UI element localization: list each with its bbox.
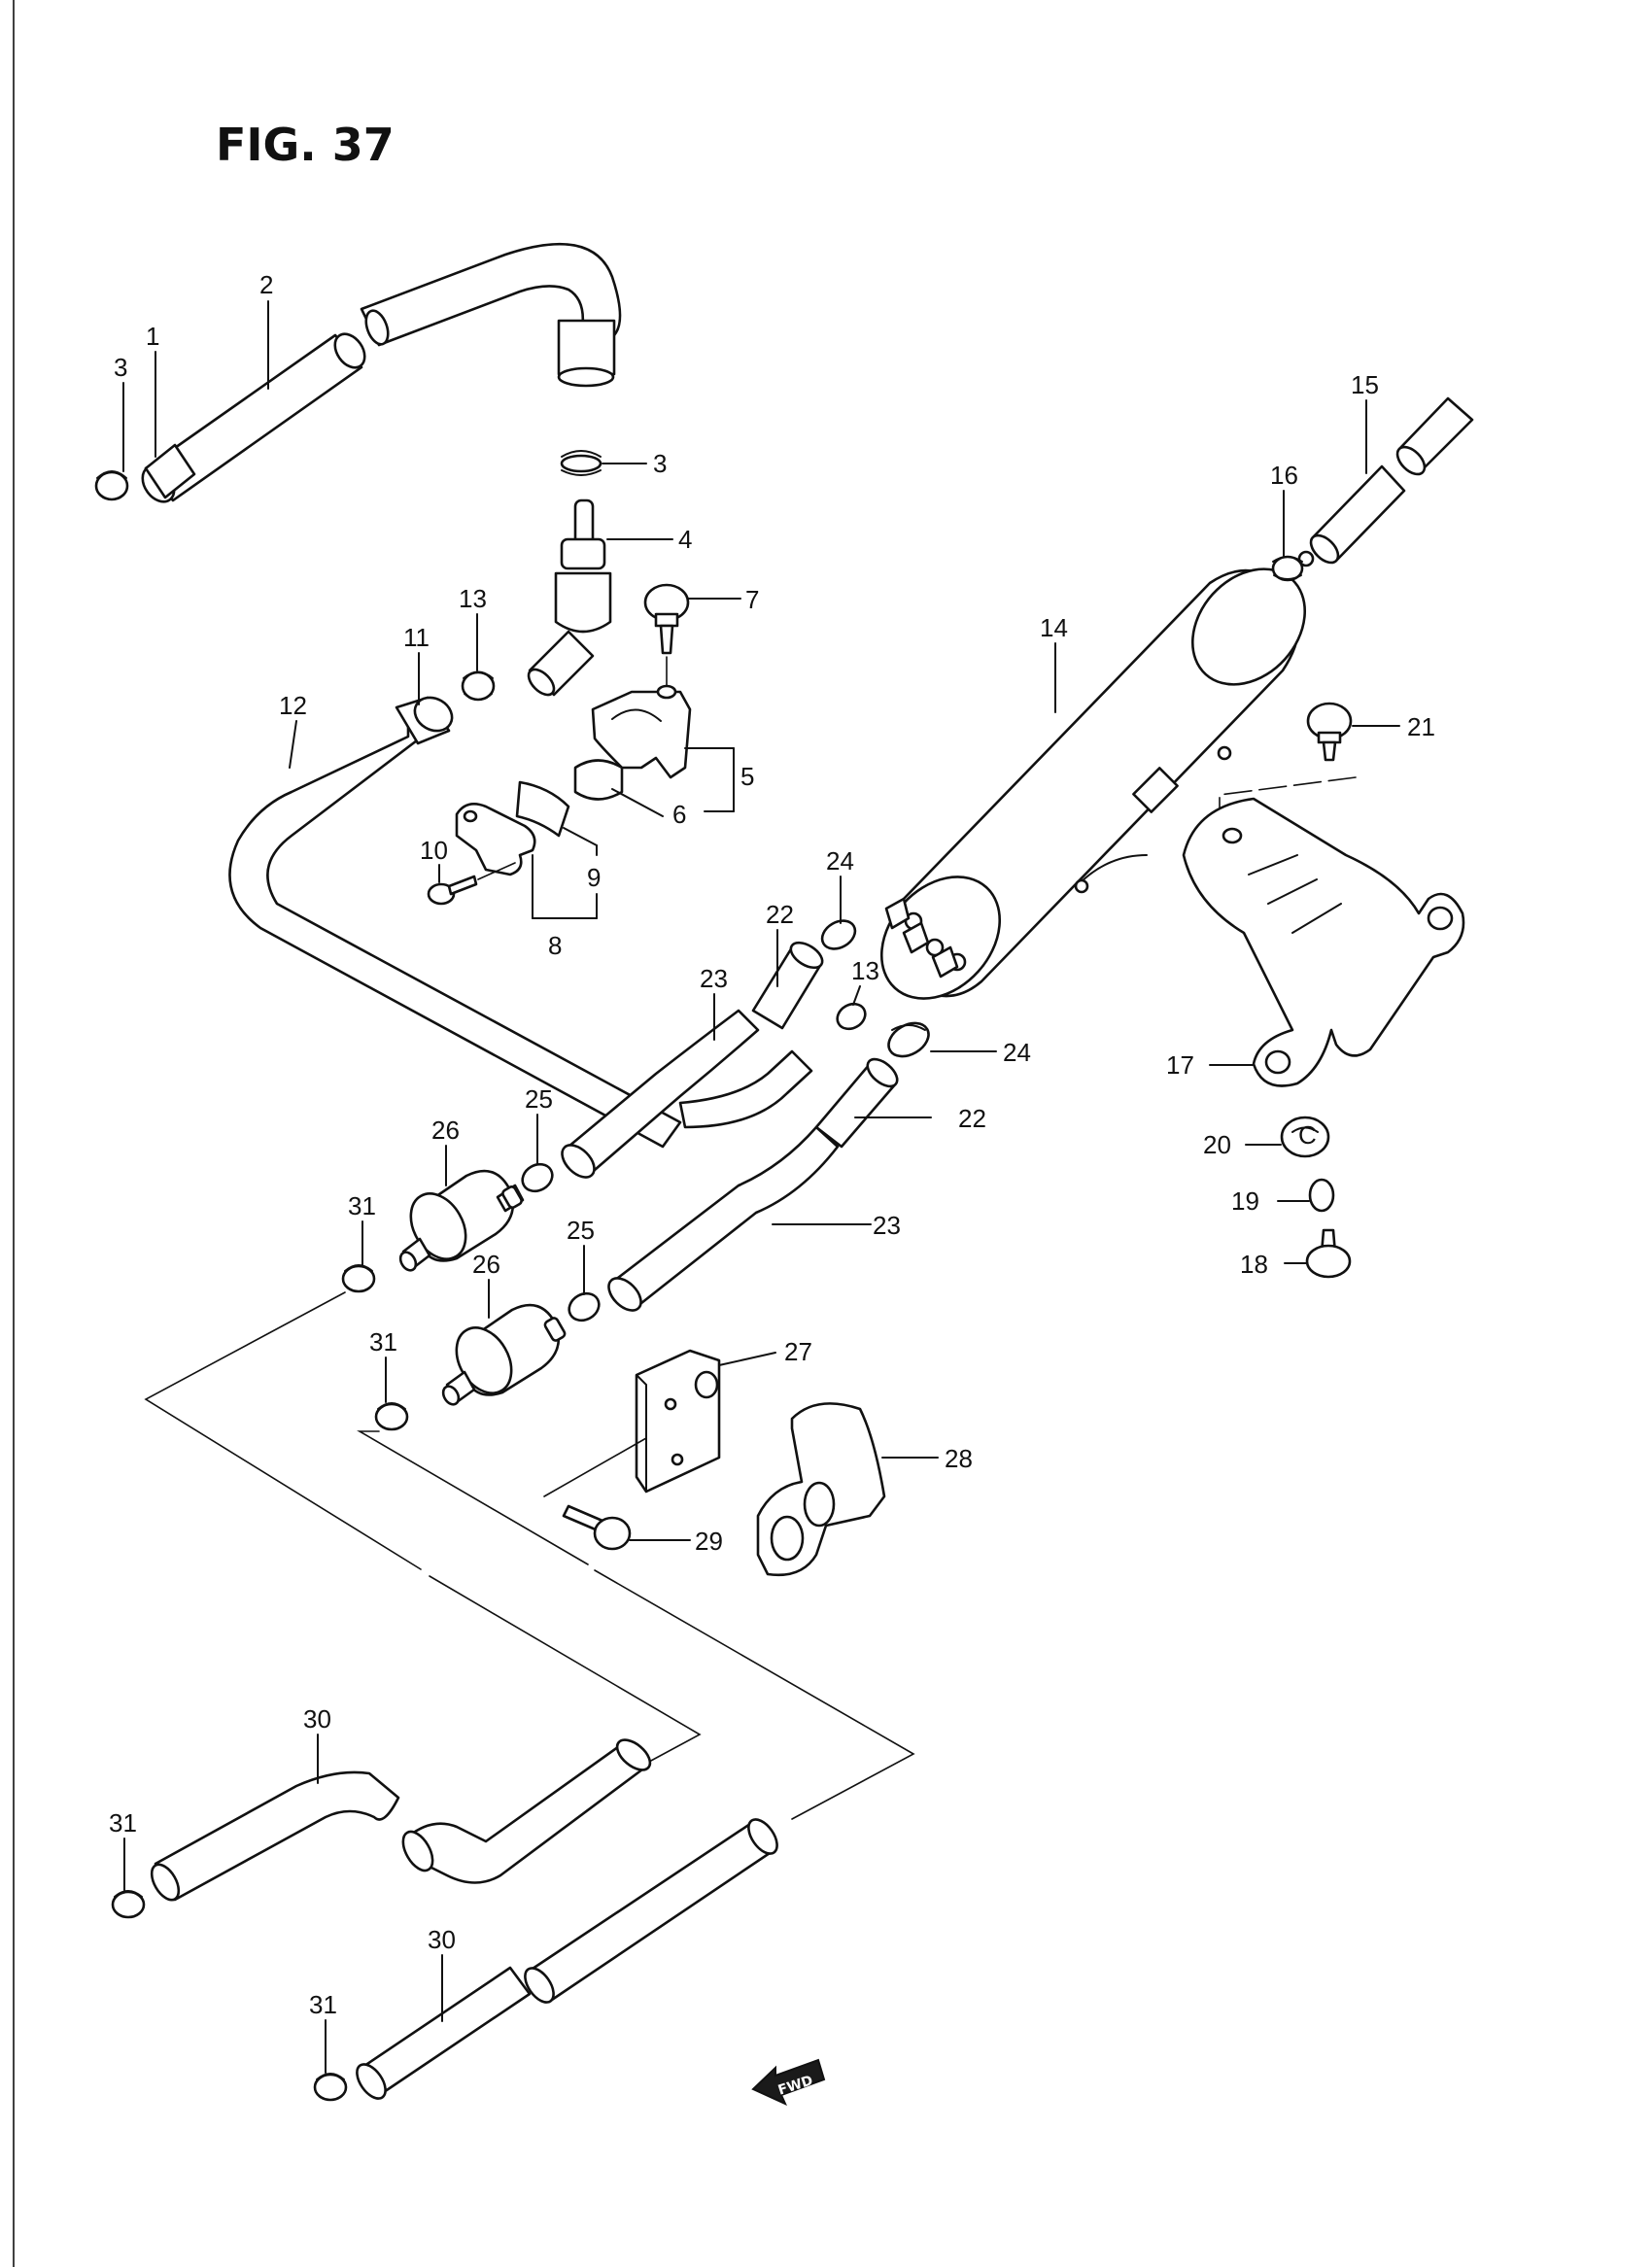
callout-16: 16: [1270, 461, 1298, 490]
hose-clamp-31-b: [374, 1402, 409, 1431]
callout-18: 18: [1240, 1250, 1268, 1279]
callout-20: 20: [1203, 1130, 1231, 1159]
screw-10: [427, 875, 478, 906]
hose-clamp-31-c: [111, 1890, 146, 1919]
callout-31-b: 31: [369, 1327, 397, 1357]
leader-9: [563, 827, 598, 846]
screw-10-axis: [477, 862, 516, 880]
fuel-filter-26-top: [398, 1169, 525, 1272]
callout-15: 15: [1351, 370, 1379, 399]
callout-24-top: 24: [826, 846, 854, 876]
callout-3-right: 3: [653, 449, 667, 478]
bracket-27: [635, 1349, 721, 1494]
callout-1: 1: [146, 322, 159, 351]
callout-6: 6: [672, 800, 686, 829]
hose-clamp-31-a: [341, 1264, 376, 1293]
clip-8: [455, 780, 570, 876]
callout-30-upper: 30: [303, 1704, 331, 1734]
hose-clamp-25-top: [521, 1162, 554, 1193]
callout-31-c: 31: [109, 1808, 137, 1838]
callout-31-d: 31: [309, 1990, 337, 2019]
hose-22-upper: [751, 941, 824, 1030]
callout-23-top: 23: [700, 964, 728, 993]
collar-19: [1308, 1178, 1335, 1213]
grommet-20-mark: C: [1298, 1120, 1317, 1150]
hose-2: [141, 242, 622, 503]
bolt-7: [643, 583, 690, 655]
cushion-6: [573, 759, 624, 801]
hose-clamp-13-mid: [836, 1002, 867, 1031]
bolt-18: [1305, 1228, 1352, 1279]
callout-25-lower: 25: [567, 1216, 595, 1245]
callout-27: 27: [784, 1337, 812, 1366]
callout-7: 7: [745, 585, 759, 614]
bolt-21: [1306, 702, 1353, 762]
callout-10: 10: [420, 836, 448, 865]
hose-clamp-25-lower: [568, 1291, 601, 1322]
callout-29: 29: [695, 1527, 723, 1556]
callout-3-left: 3: [114, 353, 127, 382]
hose-clamp-31-d: [313, 2073, 348, 2102]
grommet-20: C: [1280, 1116, 1330, 1158]
callout-13-top: 13: [459, 584, 487, 613]
callout-25-top: 25: [525, 1084, 553, 1114]
guide-line-a2: [429, 1575, 702, 1769]
holder-28: [756, 1402, 886, 1577]
callout-19: 19: [1231, 1186, 1259, 1216]
callout-23-lower: 23: [873, 1211, 901, 1240]
bracket-17: [1182, 797, 1465, 1087]
hose-clamp-3-left: [94, 470, 129, 501]
callout-4: 4: [678, 525, 692, 554]
guide-line-a1: [144, 1291, 422, 1570]
callout-13-mid: 13: [851, 956, 879, 985]
hose-23-upper: [561, 1009, 813, 1179]
leader-27: [718, 1352, 776, 1366]
hose-23-lower: [607, 1125, 840, 1312]
callout-30-lower: 30: [428, 1925, 456, 1954]
fwd-direction-marker: FWD: [751, 2058, 826, 2106]
hose-15: [1309, 396, 1474, 565]
callout-11: 11: [403, 623, 430, 652]
hose-clamp-24-mid: [887, 1021, 930, 1058]
callout-24-mid: 24: [1003, 1038, 1031, 1067]
callout-17: 17: [1166, 1050, 1194, 1080]
callout-12: 12: [279, 691, 307, 720]
callout-5: 5: [740, 762, 754, 791]
bolt-29-guide: [543, 1437, 647, 1497]
callout-14: 14: [1040, 613, 1068, 642]
hose-30-lower: [356, 1818, 778, 2100]
callout-26-lower: 26: [472, 1250, 500, 1279]
guide-line-b2: [594, 1569, 915, 1820]
elbow-joint-4: [527, 498, 612, 697]
bolt-29: [562, 1504, 632, 1551]
hose-22-lower: [814, 1057, 899, 1149]
left-arrow-icon: [751, 2058, 826, 2106]
leader-12: [289, 720, 297, 769]
callout-9: 9: [587, 863, 601, 892]
callout-26-top: 26: [431, 1116, 460, 1145]
figure-title: FIG. 37: [216, 119, 395, 171]
hose-30-upper: [150, 1738, 652, 1902]
hose-clamp-24-top: [820, 919, 857, 950]
callout-31-a: 31: [348, 1191, 376, 1220]
hose-clamp-13-top: [461, 670, 496, 702]
fuel-filter-26-lower: [441, 1303, 567, 1406]
leader-13-mid: [852, 985, 861, 1006]
hose-end-1: [144, 443, 196, 499]
guide-line-b1: [357, 1430, 589, 1565]
callout-8: 8: [548, 931, 562, 960]
leader-6: [611, 788, 664, 817]
callout-22-top: 22: [766, 900, 794, 929]
callout-21: 21: [1407, 712, 1435, 741]
canister-14: [879, 550, 1315, 1000]
hose-clamp-16: [1271, 555, 1304, 582]
callout-2: 2: [259, 270, 273, 299]
callout-28: 28: [945, 1444, 973, 1473]
hose-clamp-3-right: [560, 450, 602, 476]
callout-22-lower: 22: [958, 1104, 986, 1133]
